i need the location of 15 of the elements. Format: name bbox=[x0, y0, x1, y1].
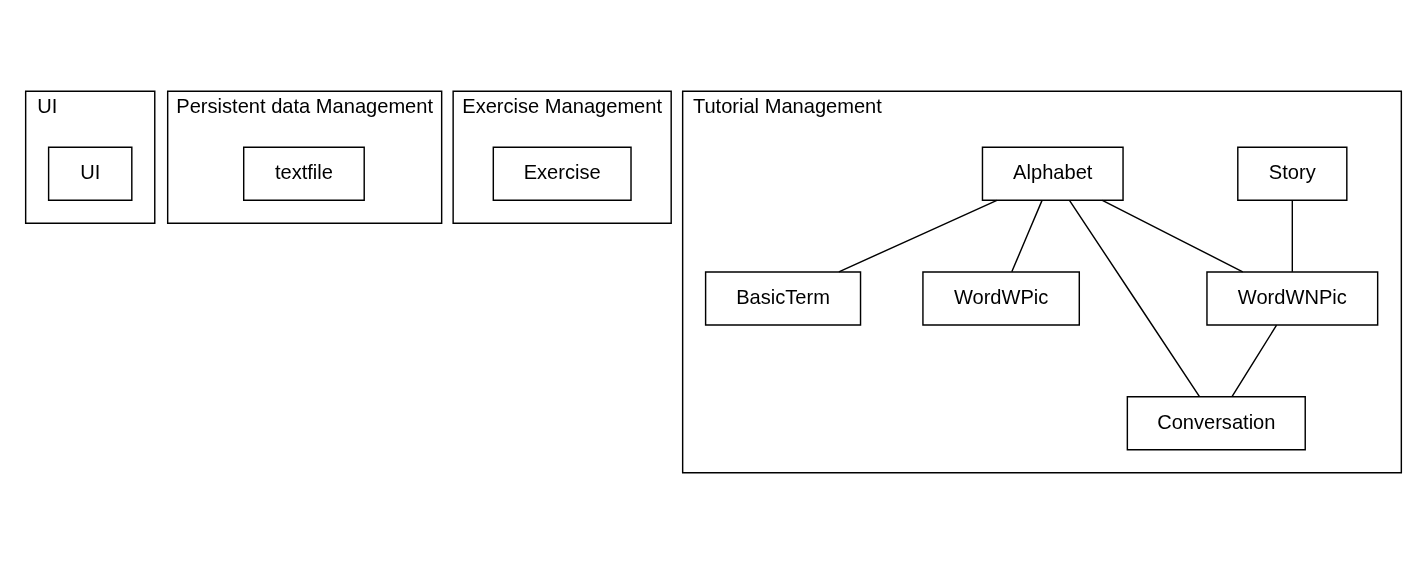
node-box: UI bbox=[47, 145, 133, 201]
node-box: Alphabet bbox=[981, 145, 1124, 201]
connector bbox=[1291, 199, 1294, 273]
node-box: WordWNPic bbox=[1206, 270, 1379, 326]
connector bbox=[1011, 199, 1043, 273]
node-box: Conversation bbox=[1126, 395, 1306, 451]
node-box: BasicTerm bbox=[704, 270, 862, 326]
connector bbox=[1101, 199, 1244, 273]
node-box: textfile bbox=[243, 145, 365, 201]
node-box: WordWPic bbox=[922, 270, 1080, 326]
node-box: Exercise bbox=[492, 145, 632, 201]
connector bbox=[838, 199, 998, 273]
connector bbox=[1068, 199, 1201, 397]
node-box: Story bbox=[1237, 145, 1348, 201]
connector bbox=[1231, 323, 1278, 397]
